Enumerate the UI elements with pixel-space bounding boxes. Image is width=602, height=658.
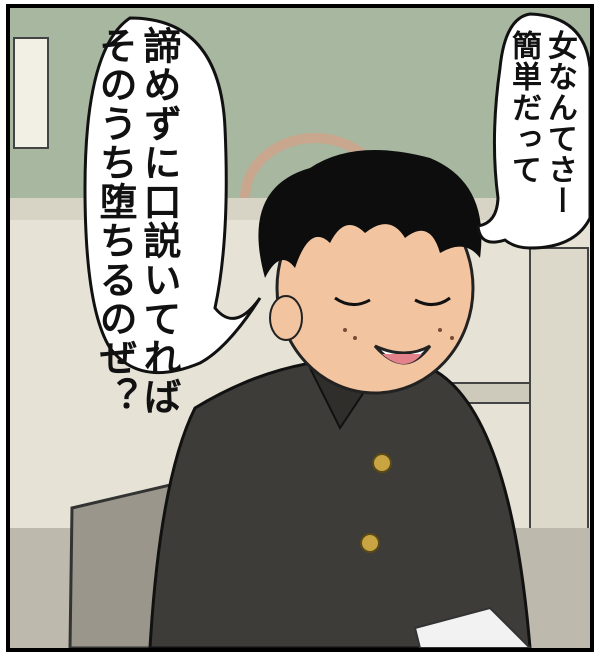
freckle xyxy=(353,336,357,340)
speech-bubble-right xyxy=(476,12,590,250)
comic-panel: 諦めずに口説いてれば そのうち堕ちるのぜ？ 女なんてさー 簡単だって xyxy=(6,4,594,652)
ear xyxy=(269,295,303,341)
speech-text-left-line-1: 諦めずに口説いてれば xyxy=(137,26,181,416)
hair xyxy=(258,150,482,278)
wall-poster xyxy=(13,37,49,149)
uniform-button xyxy=(360,533,380,553)
tongue xyxy=(382,354,422,364)
speech-bubble-left xyxy=(83,16,262,375)
closed-eye-right xyxy=(414,296,451,306)
speech-text-right-line-2: 簡単だって xyxy=(506,30,541,185)
freckle xyxy=(343,328,347,332)
freckle xyxy=(438,328,442,332)
freckle xyxy=(450,336,454,340)
shirt-cuff xyxy=(413,606,532,648)
speech-text-left-line-2: そのうち堕ちるのぜ？ xyxy=(93,26,137,416)
uniform-button xyxy=(372,453,392,473)
closed-eye-left xyxy=(334,296,371,306)
speech-text-right-line-1: 女なんてさー xyxy=(542,30,577,216)
classroom-scene xyxy=(10,8,590,648)
